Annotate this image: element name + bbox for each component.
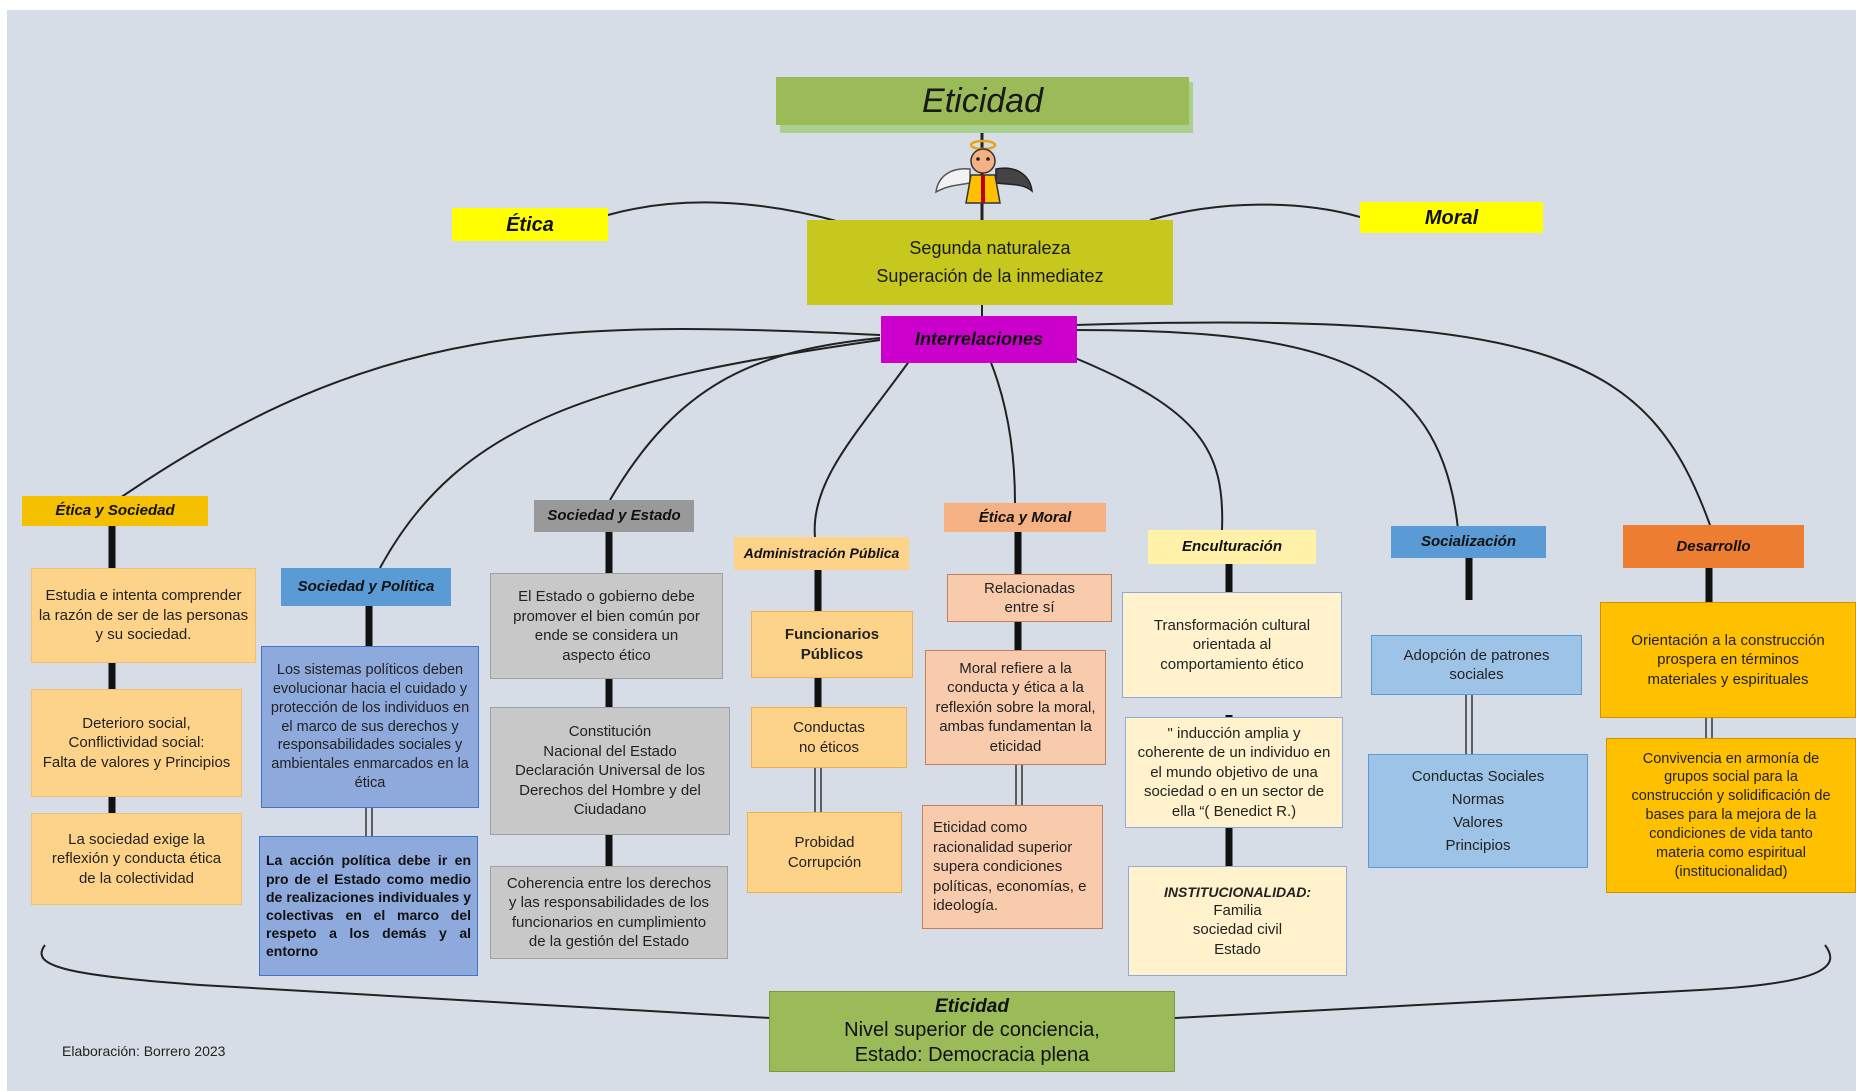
connector-col2 [379,339,881,569]
bottom-eticidad-box: Eticidad Nivel superior de conciencia, E… [769,991,1175,1072]
interrelaciones-hub: Interrelaciones [881,316,1077,363]
angel-demon-icon [930,137,1036,209]
col6-item2: " inducción amplia y coherente de un ind… [1125,717,1343,828]
col2-item2: La acción política debe ir en pro de el … [259,836,478,976]
bottom-brace-left [40,944,771,1019]
connector-etica [607,201,841,223]
col3-item3: Coherencia entre los derechos y las resp… [490,866,728,959]
col1-item1: Estudia e intenta comprender la razón de… [31,568,256,663]
moral-label: Moral [1360,202,1543,233]
connector-col6 [1074,357,1224,531]
connector-col7 [1074,329,1459,530]
col8-item2: Convivencia en armonía de grupos social … [1606,738,1856,893]
col8-item1: Orientación a la construcción prospera e… [1600,602,1856,718]
col5-header: Ética y Moral [944,503,1106,532]
col1-header: Ética y Sociedad [22,496,208,526]
connector-col1 [119,328,881,499]
institucionalidad-list: Familia sociedad civil Estado [1192,901,1283,958]
col3-item1: El Estado o gobierno debe promover el bi… [490,573,723,679]
col1-item2: Deterioro social, Conflictividad social:… [31,689,242,797]
col2-item1: Los sistemas políticos deben evolucionar… [261,646,479,808]
title-box: Eticidad [776,77,1189,125]
col6-header: Enculturación [1148,530,1316,564]
bottom-brace-right [1174,944,1832,1019]
col5-item2: Moral refiere a la conducta y ética a la… [925,650,1106,765]
col6-item1: Transformación cultural orientada al com… [1122,592,1342,698]
col4-header: Administración Pública [734,537,909,570]
col5-item1: Relacionadas entre sí [947,574,1112,622]
connector-moral [1149,203,1361,221]
col7-item2: Conductas Sociales Normas Valores Princi… [1368,754,1588,868]
col3-item2: Constitución Nacional del Estado Declara… [490,707,730,835]
col4-item3: Probidad Corrupción [747,812,902,893]
col4-item1: Funcionarios Públicos [751,611,913,678]
col8-header: Desarrollo [1623,525,1804,568]
credit-note: Elaboración: Borrero 2023 [62,1043,226,1059]
etica-label: Ética [452,208,608,241]
segunda-naturaleza-line1: Segunda naturaleza [909,238,1071,259]
bottom-line2: Estado: Democracia plena [854,1044,1090,1067]
connector-col8 [1074,321,1711,526]
segunda-naturaleza-box: Segunda naturaleza Superación de la inme… [807,220,1173,305]
connector-col3 [609,337,881,501]
segunda-naturaleza-line2: Superación de la inmediatez [876,265,1104,286]
connector-col4 [813,359,911,538]
col5-item3: Eticidad como racionalidad superior supe… [922,805,1103,929]
bottom-line1: Nivel superior de conciencia, [844,1019,1100,1042]
connector-col5 [989,359,1016,504]
col2-header: Sociedad y Política [281,568,451,606]
col1-item3: La sociedad exige la reflexión y conduct… [31,813,242,905]
institucionalidad-label: INSTITUCIONALIDAD: [1164,883,1311,900]
col6-item3: INSTITUCIONALIDAD: Familia sociedad civi… [1128,866,1347,976]
col4-item2: Conductas no éticos [751,707,907,768]
bottom-title: Eticidad [935,995,1009,1017]
col7-header: Socialización [1391,526,1546,558]
col7-item1: Adopción de patrones sociales [1371,635,1582,695]
col3-header: Sociedad y Estado [534,500,694,532]
